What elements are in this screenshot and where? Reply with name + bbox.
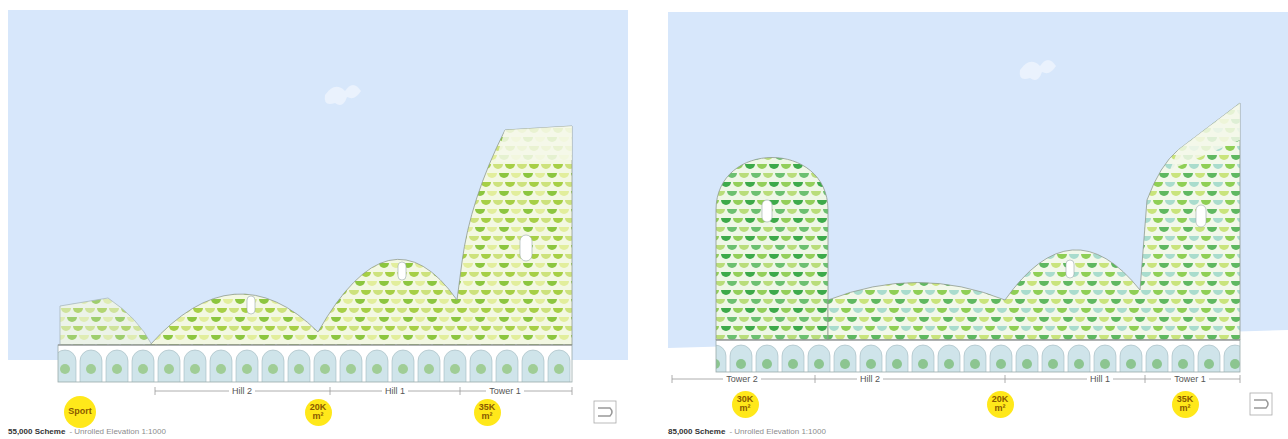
area-badge: 35K m² — [1172, 391, 1199, 418]
dimension-tick — [572, 387, 573, 395]
hills-and-tower — [150, 126, 572, 345]
caption-text: - Unrolled Elevation 1:1000 — [729, 427, 826, 437]
dimension-label: Tower 1 — [486, 386, 524, 397]
caption-text: - Unrolled Elevation 1:1000 — [69, 427, 166, 437]
cloud — [1020, 60, 1056, 80]
hill-window — [398, 262, 406, 280]
tower-cap — [495, 126, 572, 162]
caption-text: 85,000 Scheme — [668, 427, 725, 437]
dimension-label: Hill 2 — [857, 374, 883, 385]
dimension-tick — [815, 375, 816, 383]
dimension-tick — [460, 387, 461, 395]
sport-building — [60, 298, 152, 345]
floor-slab — [58, 344, 572, 345]
hill-window — [247, 296, 255, 314]
area-badge: 20K m² — [987, 391, 1014, 418]
key-plan-icon — [594, 401, 616, 423]
tower-window — [520, 235, 532, 261]
tower-2 — [716, 158, 828, 341]
key-plan-frame — [1250, 393, 1272, 415]
dimension-label: Tower 1 — [1171, 374, 1209, 385]
dimension-label: Tower 2 — [723, 374, 761, 385]
badge-text: 35K m² — [1177, 395, 1194, 414]
badge-text: 30K m² — [737, 395, 754, 414]
dimension-tick — [330, 387, 331, 395]
key-plan-route — [1254, 400, 1268, 408]
area-badge: Sport — [64, 396, 96, 428]
cloud — [325, 85, 361, 105]
dimension-label: Hill 1 — [382, 386, 408, 397]
dimension-tick — [1240, 375, 1241, 383]
badge-text: Sport — [68, 407, 92, 416]
dimension-tick — [155, 387, 156, 395]
key-plan-route — [598, 408, 612, 416]
dimension-line — [815, 379, 1005, 380]
tower-window — [762, 200, 772, 222]
dimension-tick — [1145, 375, 1146, 383]
badge-text: 20K m² — [992, 395, 1009, 414]
key-plan-icon — [1250, 393, 1272, 415]
hills-and-tower — [828, 103, 1240, 340]
arcade-base — [58, 345, 572, 382]
tower-cap — [1170, 103, 1240, 170]
hill-window — [1066, 260, 1074, 278]
key-plan-frame — [594, 401, 616, 423]
area-badge: 20K m² — [305, 399, 332, 426]
caption-text: 55,000 Scheme — [8, 427, 65, 437]
arcade-base — [716, 340, 1240, 372]
dimension-label: Hill 2 — [229, 386, 255, 397]
dimension-label: Hill 1 — [1087, 374, 1113, 385]
sky — [8, 10, 628, 360]
tower-window — [1196, 205, 1206, 227]
dimension-line — [1005, 379, 1145, 380]
dimension-tick — [1005, 375, 1006, 383]
badge-text: 20K m² — [310, 403, 327, 422]
area-badge: 35K m² — [474, 399, 501, 426]
sky — [668, 12, 1288, 348]
badge-text: 35K m² — [479, 403, 496, 422]
dimension-tick — [672, 375, 673, 383]
floor-slab — [716, 339, 1240, 340]
area-badge: 30K m² — [732, 391, 759, 418]
